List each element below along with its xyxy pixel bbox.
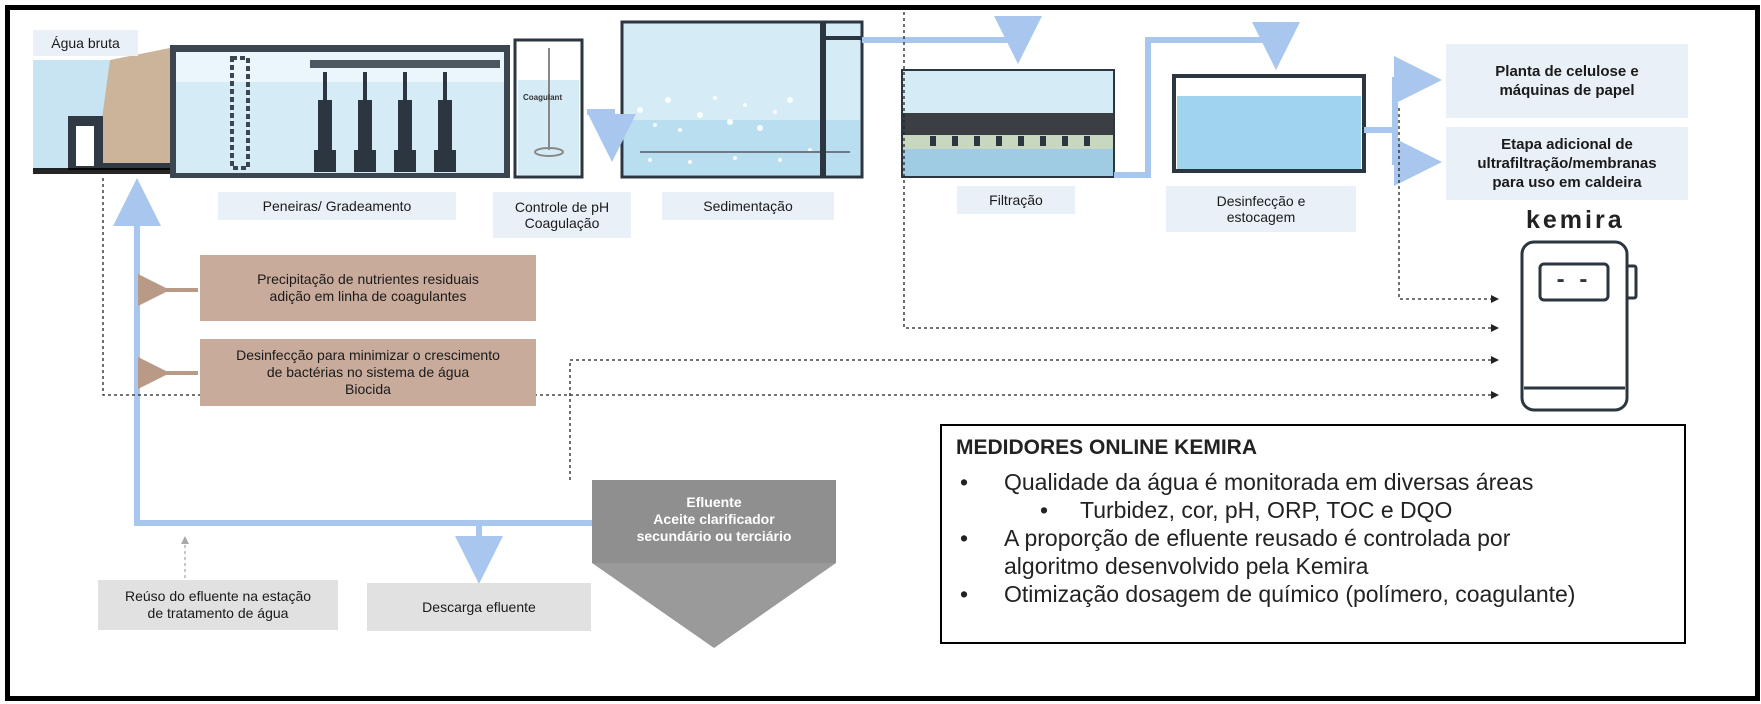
storage-tank <box>1172 74 1366 173</box>
screening-tank <box>170 45 510 178</box>
box-desinfeccao-biocida: Desinfecção para minimizar o crescimento… <box>200 339 536 406</box>
flow-arrows <box>113 16 1442 584</box>
sedimentation-tank <box>620 20 864 179</box>
effluent-line3: secundário ou terciário <box>636 528 792 544</box>
label-peneiras: Peneiras/ Gradeamento <box>218 192 456 220</box>
label-filtracao: Filtração <box>957 186 1075 214</box>
info-box: MEDIDORES ONLINE KEMIRA •Qualidade da ág… <box>940 424 1686 644</box>
bullet: • <box>960 581 969 607</box>
info-title: MEDIDORES ONLINE KEMIRA <box>956 436 1258 459</box>
intake-illustration <box>33 48 173 174</box>
info-item: •Qualidade da água é monitorada em diver… <box>956 468 1670 496</box>
coagulant-label: Coagulant <box>523 93 563 102</box>
label-sedimentacao: Sedimentação <box>662 192 834 220</box>
info-item: •Otimização dosagem de químico (polímero… <box>956 580 1670 608</box>
effluent-line2: Aceite clarificador <box>653 511 775 527</box>
filtration-tank <box>901 69 1115 178</box>
diagram-frame <box>5 5 1760 701</box>
effluent-label: Efluente Aceite clarificador secundário … <box>592 494 836 545</box>
monitoring-lines <box>102 12 1499 480</box>
info-subitem: •Turbidez, cor, pH, ORP, TOC e DQO <box>956 496 1670 524</box>
info-item: •A proporção de efluente reusado é contr… <box>956 524 1670 580</box>
box-descarga-efluente: Descarga efluente <box>367 583 591 631</box>
bullet: • <box>960 525 969 551</box>
effluent-line1: Efluente <box>686 494 742 510</box>
label-agua-bruta: Água bruta <box>33 30 138 56</box>
effluent-clarifier <box>592 480 836 648</box>
kemira-logo: kemira <box>1526 206 1625 234</box>
kemira-meter-device <box>1520 240 1638 412</box>
bullet: • <box>960 469 969 495</box>
bullet: • <box>1040 497 1049 523</box>
coagulation-tank <box>513 38 584 179</box>
dosing-arrows <box>138 274 198 389</box>
meter-display: - - <box>1556 266 1592 293</box>
